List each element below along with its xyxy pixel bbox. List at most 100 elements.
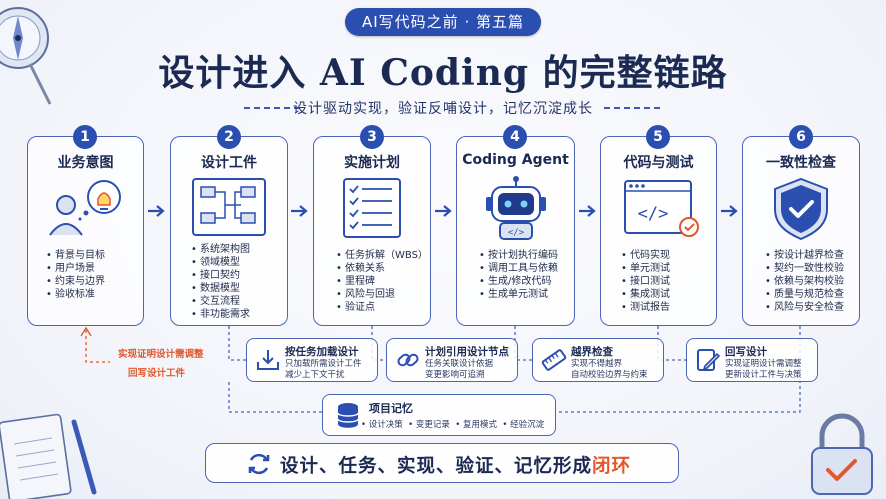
step-item: 调用工具与依赖 [479, 262, 558, 275]
ruler-icon [541, 349, 567, 371]
arrow-right-icon [148, 205, 165, 217]
step-number-6: 6 [789, 125, 813, 149]
side-note-writeback: 回写设计工件 [128, 368, 186, 379]
shield-check-icon [743, 175, 859, 241]
sub-title: 计划引用设计节点 [425, 346, 509, 358]
step-item: 依赖关系 [336, 262, 428, 275]
arrow-right-icon [435, 205, 452, 217]
notepad-icon [0, 413, 97, 499]
step-items: 任务拆解（WBS） 依赖关系 里程碑 风险与回退 验证点 [336, 249, 428, 314]
sub-box-boundary-check: 越界检查 实现不得越界 自动校验边界与约束 [532, 338, 664, 382]
step-number-4: 4 [503, 125, 527, 149]
step-item: 用户场景 [46, 262, 105, 275]
closed-loop-highlight: 闭环 [592, 456, 632, 477]
step-card-3: 实施计划 任务拆解（WBS） 依赖关系 里程碑 风险与回退 验证点 [313, 136, 431, 326]
step-item: 按计划执行编码 [479, 249, 558, 262]
download-tray-icon [257, 350, 279, 370]
sub-line: 变更影响可追溯 [425, 370, 485, 380]
page-subtitle: 设计驱动实现，验证反哺设计，记忆沉淀成长 [293, 101, 593, 117]
memory-tags: • 设计决策 • 变更记录 • 复用模式 • 经验沉淀 [361, 420, 545, 430]
memory-tag: 经验沉淀 [510, 420, 545, 430]
padlock-icon [811, 413, 873, 495]
step-item: 单元测试 [621, 262, 670, 275]
step-item: 接口测试 [621, 275, 670, 288]
sub-line: 更新设计工件与决策 [725, 370, 802, 380]
step-number-2: 2 [217, 125, 241, 149]
sub-title: 按任务加载设计 [285, 346, 359, 358]
subtitle-divider-left [244, 107, 300, 109]
sub-line: 只加载所需设计工件 [285, 359, 362, 369]
link-icon [397, 353, 419, 367]
sub-line: 实现证明设计需调整 [725, 359, 802, 369]
closed-loop-text: 设计、任务、实现、验证、记忆形成闭环 [280, 452, 631, 478]
step-item: 测试报告 [621, 301, 670, 314]
step-title: 一致性检查 [766, 155, 836, 171]
step-item: 风险与安全检查 [765, 301, 844, 314]
svg-text:</>: </> [637, 204, 668, 224]
memory-tag: 复用模式 [463, 420, 498, 430]
robot-icon: </> [457, 175, 574, 241]
step-number-3: 3 [360, 125, 384, 149]
step-title: 业务意图 [57, 155, 114, 171]
compass-icon [0, 7, 52, 105]
step-item: 验收标准 [46, 288, 105, 301]
step-item: 生成单元测试 [479, 288, 558, 301]
arrow-right-icon [721, 205, 738, 217]
step-item: 生成/修改代码 [479, 275, 558, 288]
step-item: 系统架构图 [191, 243, 250, 256]
step-card-4: Coding Agent </> 按计划执行编码 调用工具与依赖 生成/修改代码… [456, 136, 575, 326]
project-memory-box: 项目记忆 • 设计决策 • 变更记录 • 复用模式 • 经验沉淀 [322, 394, 556, 436]
step-item: 契约一致性校验 [765, 262, 844, 275]
step-item: 验证点 [336, 301, 428, 314]
refresh-icon [248, 453, 270, 475]
step-title: Coding Agent [462, 152, 569, 168]
database-icon [337, 403, 359, 428]
person-lightbulb-icon [28, 175, 143, 241]
step-title: 设计工件 [201, 155, 257, 171]
step-item: 风险与回退 [336, 288, 428, 301]
sub-box-plan-ref: 计划引用设计节点 任务关联设计依据 变更影响可追溯 [386, 338, 518, 382]
step-card-6: 一致性检查 按设计越界检查 契约一致性校验 依赖与架构校验 质量与规范检查 风险… [742, 136, 860, 326]
step-item: 质量与规范检查 [765, 288, 844, 301]
closed-loop-banner: 设计、任务、实现、验证、记忆形成闭环 [205, 443, 679, 483]
step-items: 背景与目标 用户场景 约束与边界 验收标准 [46, 249, 105, 301]
step-item: 依赖与架构校验 [765, 275, 844, 288]
memory-title: 项目记忆 [369, 402, 413, 415]
arrow-right-icon [291, 205, 308, 217]
sub-line: 实现不得越界 [571, 359, 623, 369]
subtitle-divider-right [604, 107, 660, 109]
step-items: 按设计越界检查 契约一致性校验 依赖与架构校验 质量与规范检查 风险与安全检查 [765, 249, 844, 314]
sub-box-write-back: 回写设计 实现证明设计需调整 更新设计工件与决策 [686, 338, 818, 382]
step-item: 任务拆解（WBS） [336, 249, 428, 262]
step-number-1: 1 [73, 125, 97, 149]
step-title: 代码与测试 [623, 155, 694, 171]
step-items: 代码实现 单元测试 接口测试 集成测试 测试报告 [621, 249, 670, 314]
step-card-2: 设计工件 系统架构图 领域模型 接口契约 数据模型 交互流程 非功能需求 [170, 136, 288, 326]
svg-text:</>: </> [507, 228, 524, 238]
series-pill: AI写代码之前 · 第五篇 [345, 8, 541, 36]
step-card-5: 代码与测试 </> 代码实现 单元测试 接口测试 集成测试 测试报告 [600, 136, 717, 326]
memory-tag: 变更记录 [415, 420, 450, 430]
step-title: 实施计划 [344, 155, 400, 171]
step-item: 数据模型 [191, 282, 250, 295]
closed-loop-main: 设计、任务、实现、验证、记忆形成 [280, 456, 593, 477]
step-item: 非功能需求 [191, 308, 250, 321]
memory-tag: 设计决策 [368, 420, 403, 430]
step-item: 领域模型 [191, 256, 250, 269]
step-items: 系统架构图 领域模型 接口契约 数据模型 交互流程 非功能需求 [191, 243, 250, 321]
step-item: 按设计越界检查 [765, 249, 844, 262]
sub-line: 减少上下文干扰 [285, 370, 345, 380]
sub-title: 越界检查 [571, 346, 613, 358]
step-item: 约束与边界 [46, 275, 105, 288]
code-window-icon: </> [601, 175, 716, 241]
step-item: 接口契约 [191, 269, 250, 282]
edit-doc-icon [697, 349, 721, 371]
arrow-right-icon [579, 205, 596, 217]
page-title: 设计进入 AI Coding 的完整链路 [158, 52, 728, 94]
step-item: 交互流程 [191, 295, 250, 308]
sub-line: 自动校验边界与约束 [571, 370, 648, 380]
step-item: 代码实现 [621, 249, 670, 262]
step-item: 集成测试 [621, 288, 670, 301]
